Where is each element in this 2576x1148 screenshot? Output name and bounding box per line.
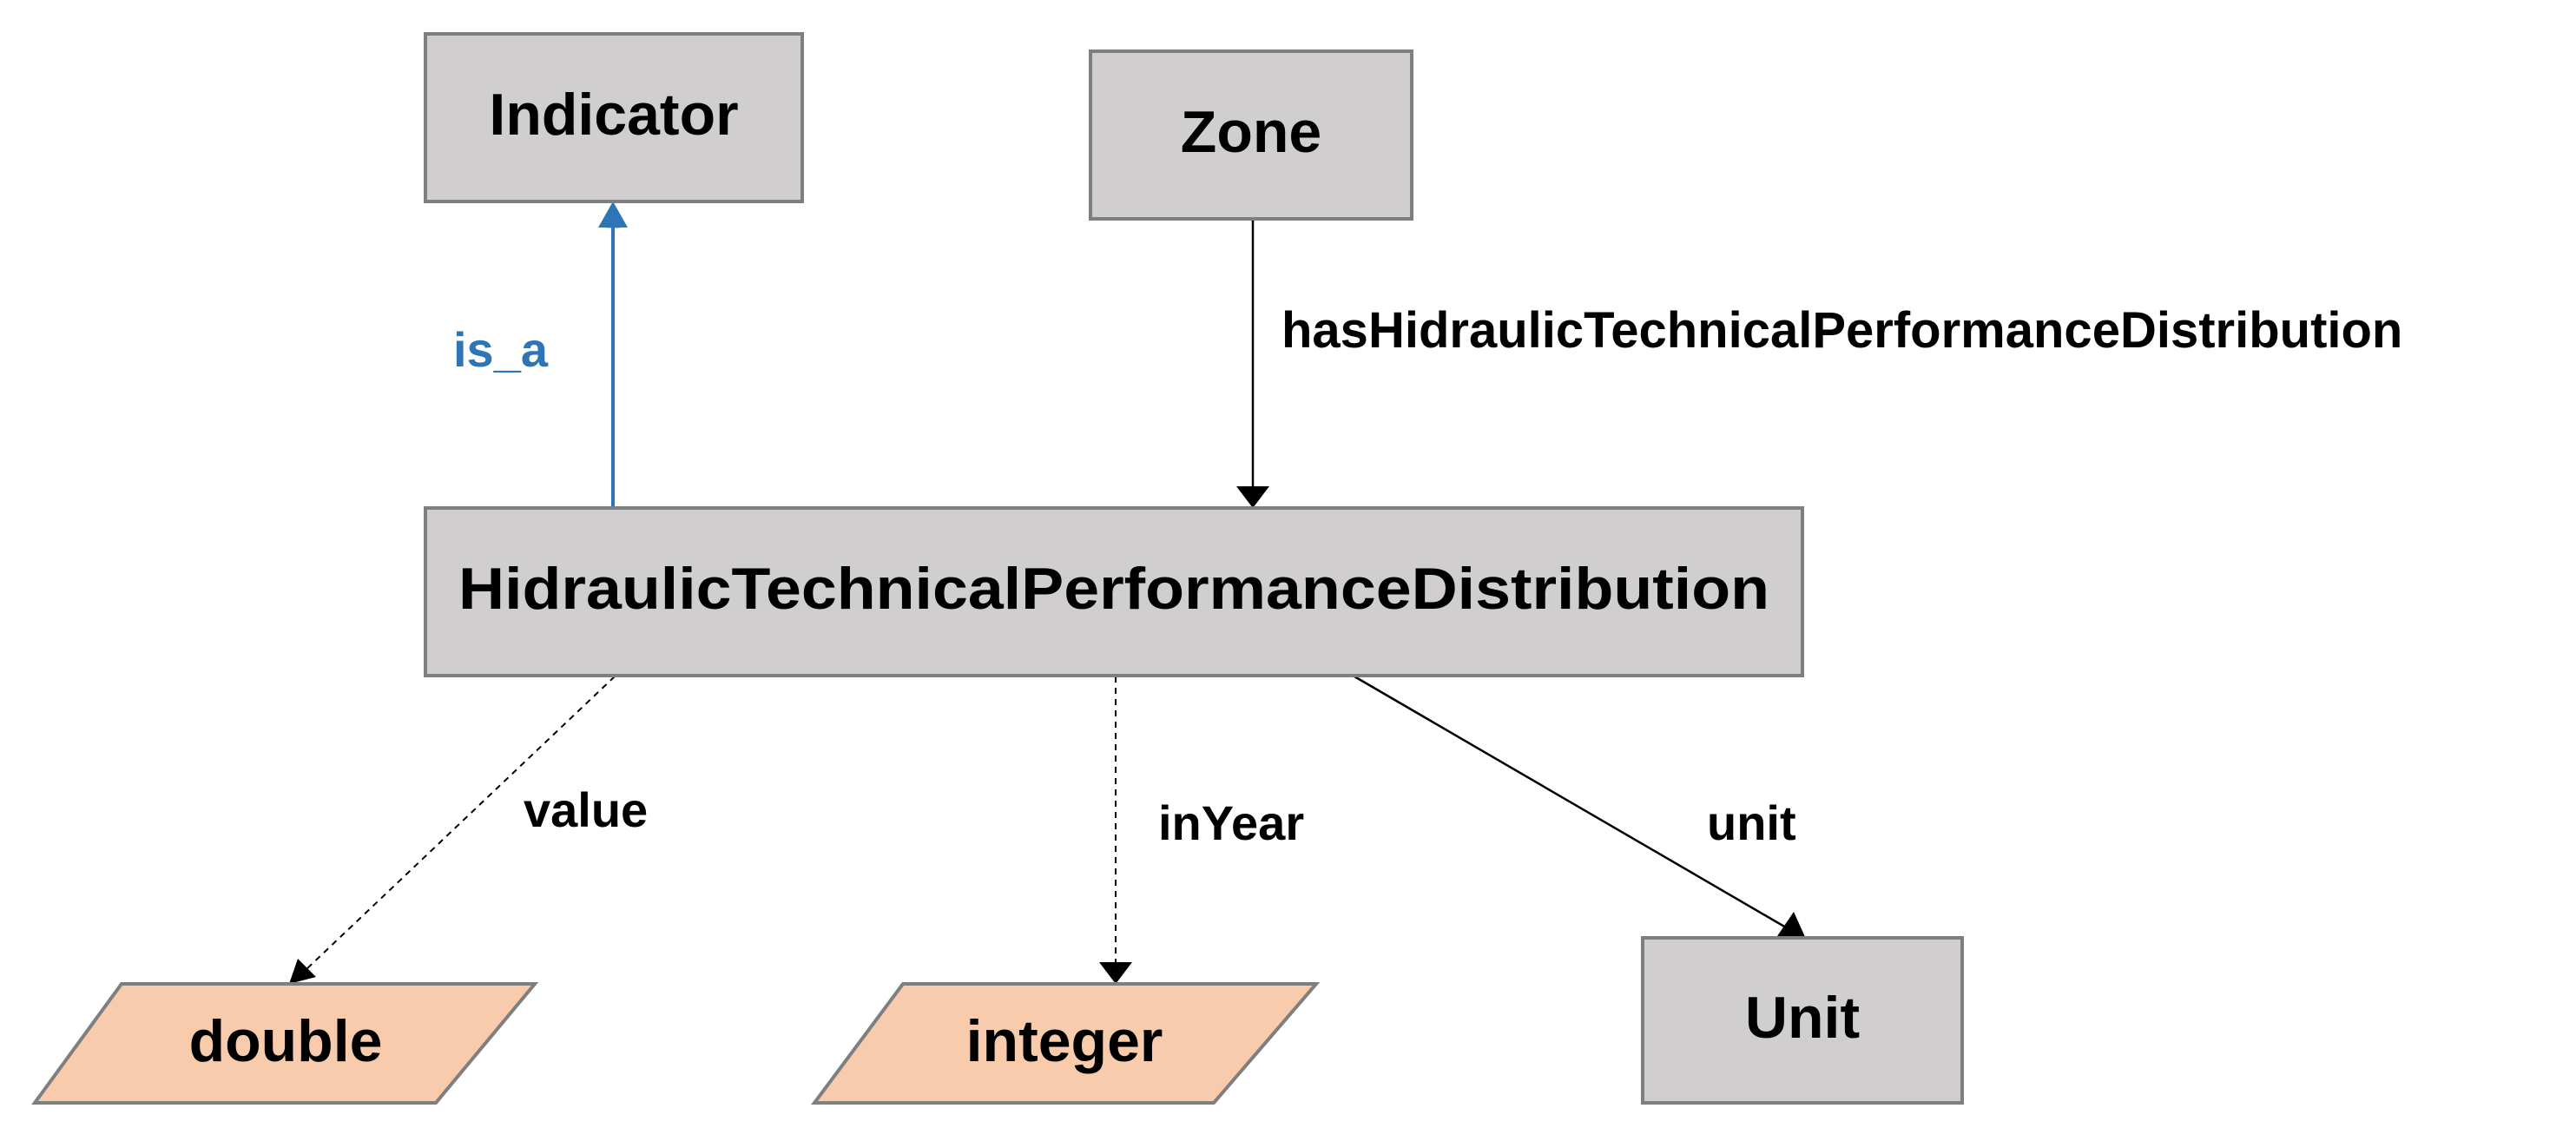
- in-year-label: inYear: [1158, 795, 1304, 850]
- node-unit: Unit: [1641, 936, 1964, 1105]
- value-arrowhead: [289, 959, 316, 984]
- double-datatype-shape: [31, 982, 539, 1105]
- unit-arrowhead: [1777, 912, 1806, 939]
- in-year-arrowhead: [1099, 962, 1132, 984]
- integer-label: integer: [966, 1008, 1163, 1074]
- indicator-box: [424, 32, 804, 203]
- zone-box: [1089, 49, 1413, 221]
- unit-line: [1354, 675, 1787, 929]
- is-a-label: is_a: [453, 322, 549, 377]
- main-class-label: HidraulicTechnicalPerformanceDistributio…: [458, 556, 1769, 622]
- unit-box: [1641, 936, 1964, 1105]
- integer-datatype-shape: [811, 982, 1321, 1105]
- node-double: double: [31, 982, 539, 1105]
- edge-in-year: [1099, 676, 1132, 984]
- main-class-box: [424, 506, 1804, 677]
- value-line: [305, 676, 616, 971]
- has-distribution-label: hasHidraulicTechnicalPerformanceDistribu…: [1281, 302, 2402, 359]
- indicator-label: Indicator: [489, 82, 738, 148]
- value-label: value: [524, 782, 648, 837]
- unit-label: unit: [1707, 795, 1796, 850]
- is-a-arrowhead: [598, 201, 628, 228]
- unit-node-label: Unit: [1745, 985, 1860, 1051]
- zone-label: Zone: [1181, 99, 1321, 165]
- double-label: double: [189, 1008, 383, 1074]
- node-main-class: HidraulicTechnicalPerformanceDistributio…: [424, 506, 1804, 677]
- edge-value: [289, 676, 616, 984]
- node-zone: Zone: [1089, 49, 1413, 221]
- node-indicator: Indicator: [424, 32, 804, 203]
- edge-unit: [1354, 675, 1806, 939]
- edge-has-distribution: [1236, 219, 1269, 508]
- node-integer: integer: [811, 982, 1321, 1105]
- has-distribution-arrowhead: [1236, 486, 1269, 508]
- edge-is-a: [598, 201, 628, 508]
